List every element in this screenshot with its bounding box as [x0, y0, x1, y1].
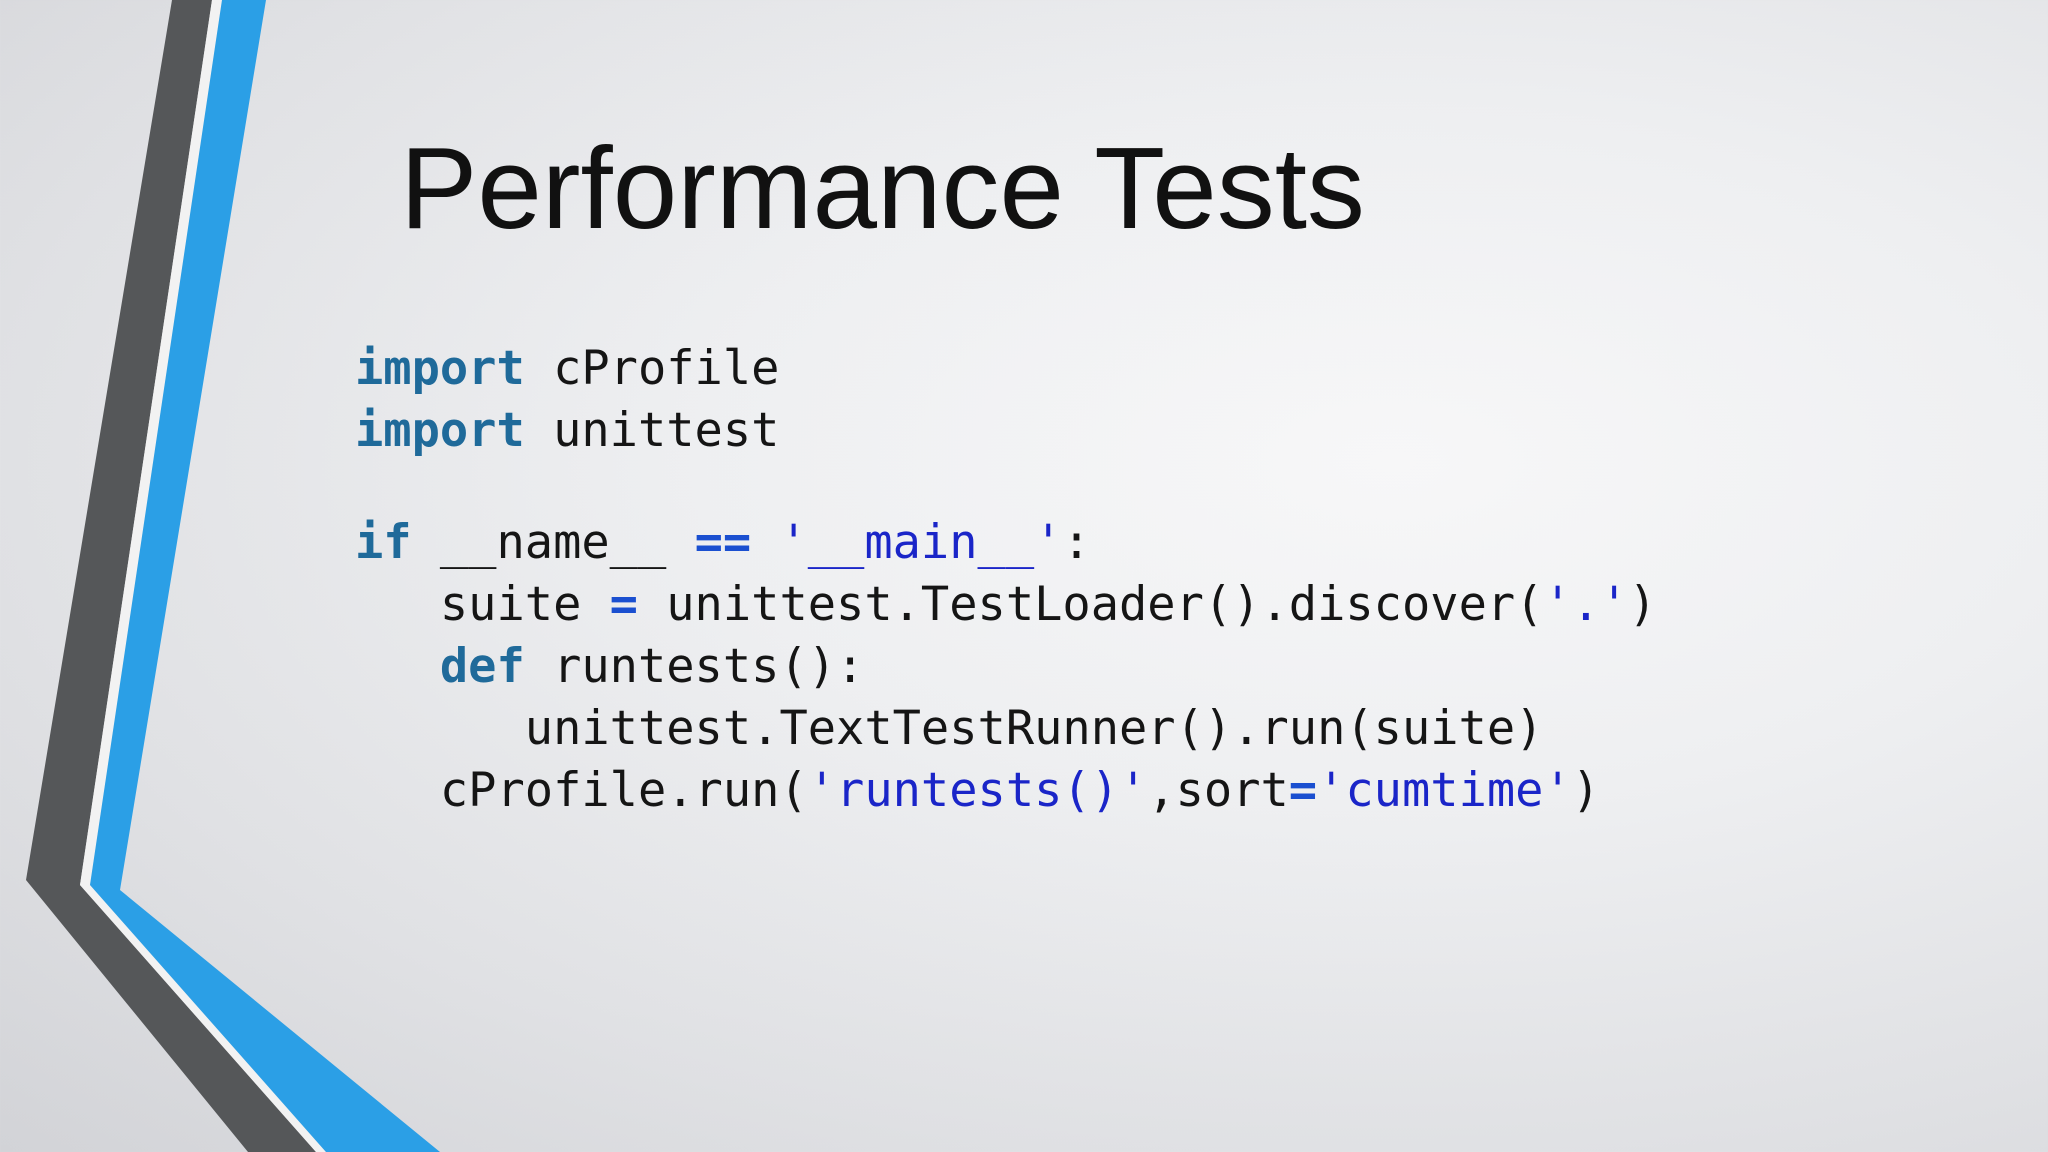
code-text [751, 515, 779, 570]
string-literal: 'cumtime' [1317, 763, 1572, 818]
operator: == [694, 515, 752, 570]
indent [355, 763, 440, 818]
code-text: ) [1571, 763, 1601, 818]
indent [355, 577, 440, 632]
gray-stripe [26, 0, 316, 1152]
code-line-def-runtests: def runtests(): [355, 636, 864, 698]
code-line-cprofile-run: cProfile.run('runtests()',sort='cumtime'… [355, 760, 1600, 822]
indent [355, 701, 525, 756]
keyword: if [355, 515, 412, 570]
string-literal: 'runtests()' [807, 763, 1148, 818]
code-line-import-cprofile: import cProfile [355, 338, 779, 400]
string-literal: '.' [1543, 577, 1629, 632]
code-text: ) [1628, 577, 1657, 632]
code-text: cProfile [524, 341, 780, 396]
code-text: __name__ [411, 515, 695, 570]
blue-stripe [90, 0, 440, 1152]
code-block: import cProfile import unittest if __nam… [355, 338, 1657, 1152]
slide-title: Performance Tests [400, 123, 1365, 253]
code-line-suite: suite = unittest.TestLoader().discover('… [355, 574, 1657, 636]
code-text: ,sort [1147, 763, 1289, 818]
code-line-import-unittest: import unittest [355, 400, 779, 462]
string-literal: '__main__' [779, 515, 1063, 570]
code-text: runtests(): [524, 639, 865, 694]
operator: = [1288, 763, 1318, 818]
code-text: unittest [524, 403, 780, 458]
white-separator [80, 0, 326, 1152]
code-text: unittest.TextTestRunner().run(suite) [524, 701, 1544, 756]
indent [355, 639, 440, 694]
keyword: def [439, 639, 525, 694]
code-text: : [1062, 515, 1091, 570]
code-text: unittest.TestLoader().discover( [637, 577, 1544, 632]
operator: = [609, 577, 638, 632]
code-line-run-suite: unittest.TextTestRunner().run(suite) [355, 698, 1544, 760]
code-line-if-main: if __name__ == '__main__': [355, 512, 1091, 574]
code-text: suite [439, 577, 610, 632]
code-text: cProfile.run( [439, 763, 808, 818]
keyword: import [355, 341, 525, 396]
keyword: import [355, 403, 525, 458]
